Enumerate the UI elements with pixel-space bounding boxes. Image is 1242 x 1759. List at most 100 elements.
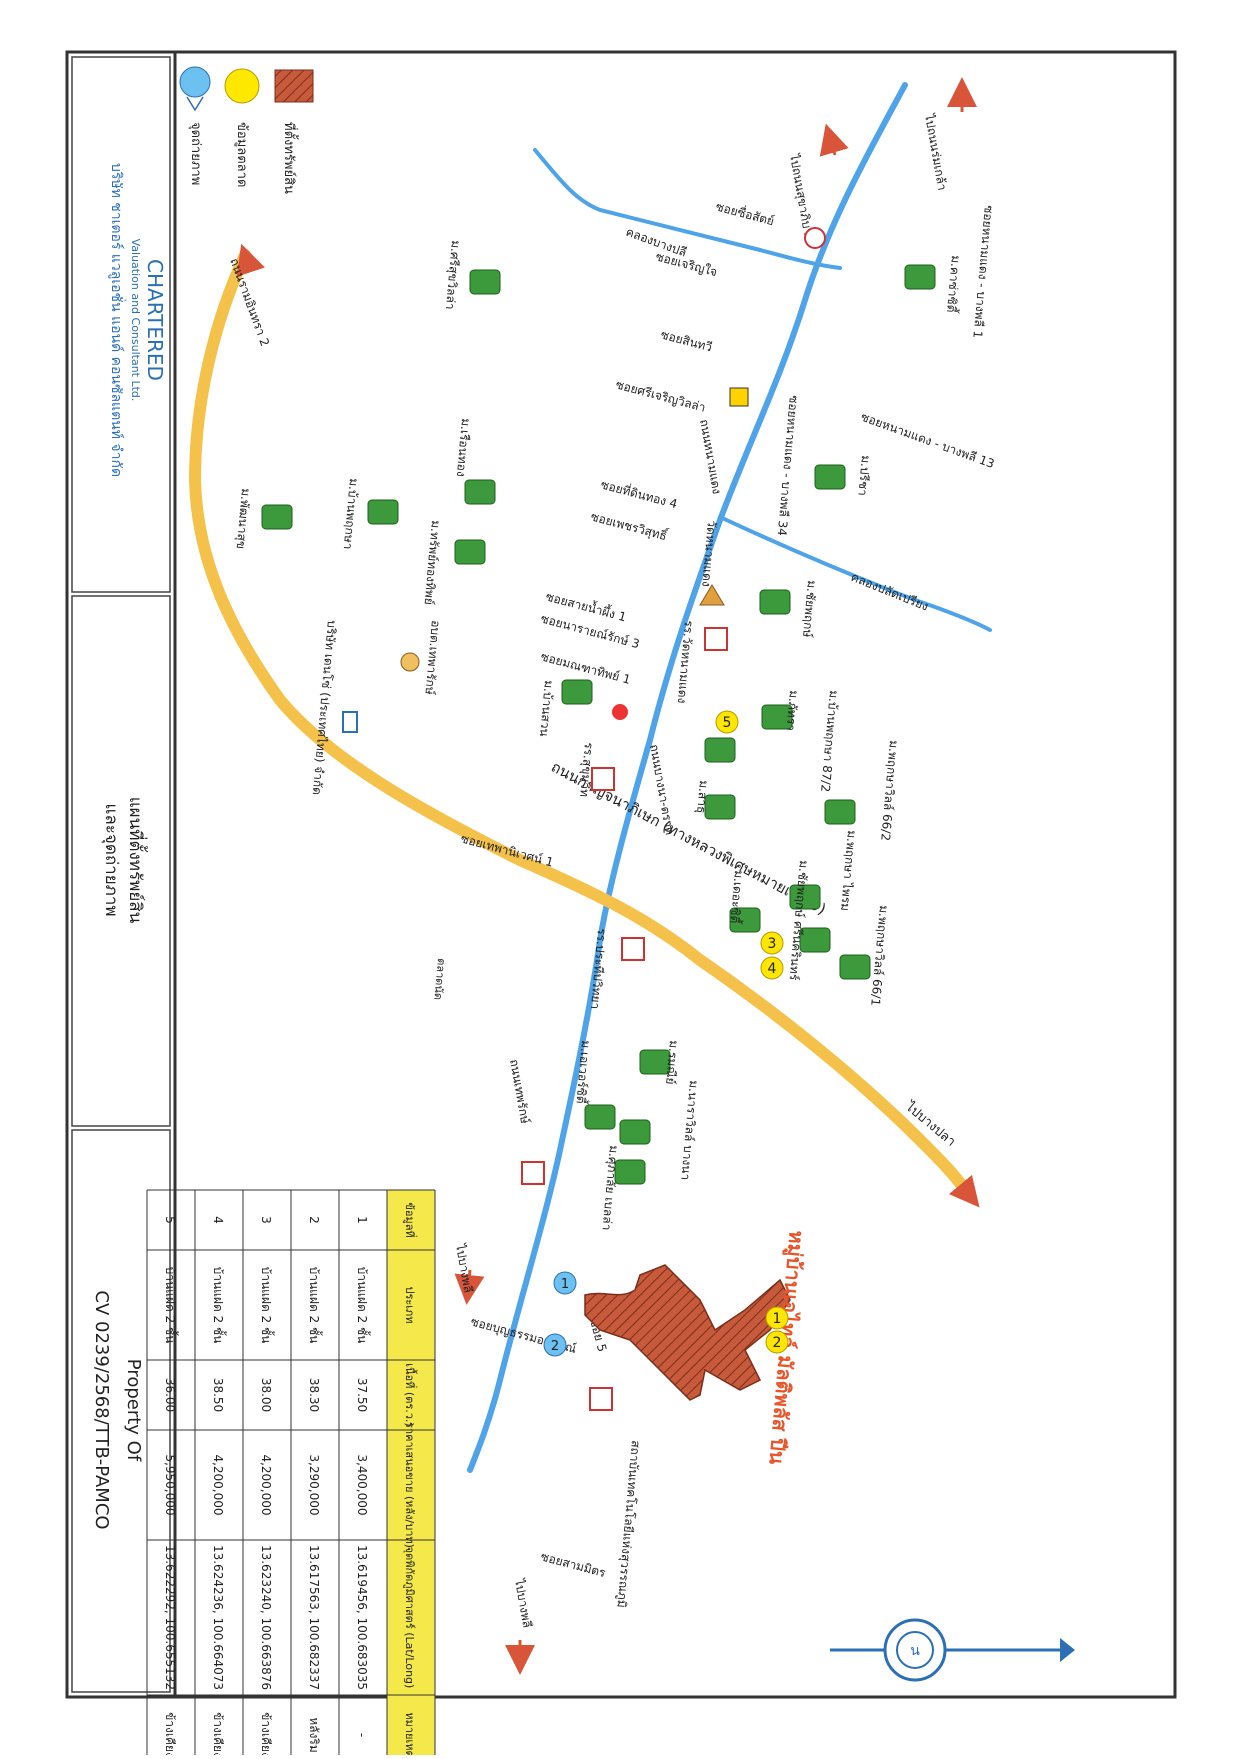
label-school-phrayasuren: รร.สุขุมวิท — [576, 742, 596, 798]
table-cell: 13.622292, 100.655132 — [163, 1545, 177, 1690]
table-header-cell: จุดพิกัดภูมิศาสตร์ (Lat/Long) — [403, 1547, 416, 1689]
canal-bang-pli — [533, 148, 842, 270]
label-village: ม.ชัยพฤกษ์ — [800, 580, 819, 639]
table-cell: 36.00 — [163, 1378, 177, 1412]
label-village: ม.ศรีสุขวิลล่า — [442, 240, 463, 311]
table-cell: 4 — [211, 1216, 225, 1224]
label-village: ม.พฤกษา ไพรม — [838, 830, 859, 912]
label-village: ม.รมณีย์ — [663, 1040, 681, 1085]
village-icon — [839, 954, 871, 980]
label-village: ม.ภัทรา — [783, 690, 800, 732]
table-cell: 3,400,000 — [355, 1454, 369, 1515]
label-soi-thidin-4: ซอยที่ดินทอง 4 — [599, 475, 679, 511]
village-icon — [789, 884, 821, 910]
office-icon — [400, 652, 420, 672]
canal-pak-prian — [718, 515, 992, 632]
village-icon — [704, 737, 736, 763]
label-school-nam-daeng: รร.วัดหนามแดง — [675, 620, 696, 704]
label-village: ม.ปรีชา — [855, 455, 872, 497]
svg-text:3: 3 — [768, 936, 777, 952]
village-icon — [454, 539, 486, 565]
table-cell: 3 — [259, 1216, 273, 1224]
map-title: แผนที่ตั้งทรัพย์สิน — [125, 797, 148, 924]
village-icon — [759, 589, 791, 615]
label-village: ม.บ้านพฤกษา 87/2 — [818, 690, 841, 793]
village-icon — [704, 794, 736, 820]
title-box-job — [71, 1129, 171, 1693]
village-icons — [261, 264, 936, 1185]
table-cell: 13.623240, 100.663876 — [259, 1545, 273, 1690]
label-soi-sam-mit: ซอยสามมิตร — [539, 1549, 607, 1580]
label-village: ม.สาธุ — [693, 780, 711, 814]
company-logo-sub: Valuation and Consultant Ltd. — [129, 239, 142, 402]
job-code: CV 0239/2568/TTB-PAMCO — [91, 1290, 112, 1529]
table-cell: บ้านแฝด 2 ชั้น — [163, 1267, 179, 1344]
label-village: ม.บ้านสวน — [537, 680, 556, 738]
table-cell: ข้างเคียง — [163, 1712, 177, 1755]
village-icon — [799, 927, 831, 953]
map-subtitle: และจุดถ่ายภาพ — [101, 803, 121, 916]
table-cell: ข้างเคียง — [259, 1712, 273, 1755]
table-header-bg — [387, 1190, 435, 1759]
table-cell: บ้านแฝด 2 ชั้น — [259, 1267, 275, 1344]
label-village: ม.พฤกษาวิลล์ 66/1 — [868, 905, 891, 1007]
legend-label-market: ข้อมูลตลาด — [234, 122, 249, 187]
store-icon — [729, 387, 749, 407]
table-cell: 5,950,000 — [163, 1454, 177, 1515]
label-village: ม.คาซ่าซิตี้ — [944, 255, 965, 315]
company-logo-text: CHARTERED — [143, 259, 167, 381]
legend-label-photo: จุดถ่ายภาพ — [188, 122, 203, 185]
label-village: ม.พฤกษาวิลล์ 66/2 — [878, 740, 901, 842]
svg-text:2: 2 — [773, 1335, 782, 1351]
label-obt: อบต.เทพารักษ์ — [422, 620, 442, 696]
property-of: Property Of — [123, 1359, 144, 1462]
table-cell: 13.617563, 100.682337 — [307, 1545, 321, 1690]
village-icon — [729, 907, 761, 933]
school-icon — [621, 937, 645, 961]
label-village: ม.เดอะซิตี้ — [727, 870, 748, 926]
label-road-thepharak: ถนนเทพรักษ์ — [507, 1058, 532, 1125]
label-soi-sri-charoen: ซอยศรีเจริญวิลล่า — [614, 377, 707, 414]
table-cell: หลังริม — [307, 1717, 321, 1752]
village-icon — [619, 1119, 651, 1145]
label-school-pradit: รร.ประทีปวิทยา — [588, 928, 609, 1010]
factory-icon — [342, 711, 358, 733]
label-soi-sinsap: ซอยสินทวี — [659, 327, 713, 354]
table-cell: 2 — [307, 1216, 321, 1224]
village-icon — [614, 1159, 646, 1185]
village-icon — [761, 704, 793, 730]
svg-text:1: 1 — [561, 1277, 569, 1292]
svg-text:1: 1 — [773, 1311, 782, 1327]
table-cell: - — [355, 1733, 369, 1737]
label-temple-nam-daeng: วัดหนามแดง — [699, 520, 719, 588]
outer-frame — [65, 50, 1177, 1699]
village-icon — [469, 269, 501, 295]
market-point-5: 5 — [715, 710, 739, 734]
river-main — [467, 82, 908, 1473]
svg-text:4: 4 — [768, 961, 777, 977]
village-icon — [261, 504, 293, 530]
table-cell: บ้านแฝด 2 ชั้น — [355, 1267, 371, 1344]
label-to-bang-phli-2: ไปบางพลี — [512, 1577, 534, 1629]
table-cell: บ้านแฝด 2 ชั้น — [307, 1267, 323, 1344]
market-point-1: 1 — [765, 1306, 789, 1330]
village-icon — [561, 679, 593, 705]
svg-text:2: 2 — [551, 1339, 559, 1354]
legend-label-property: ที่ตั้งทรัพย์สิน — [281, 122, 299, 194]
village-icon — [584, 1104, 616, 1130]
school-icon — [704, 627, 728, 651]
school-icon — [521, 1161, 545, 1185]
table-cell: 13.619456, 100.683035 — [355, 1545, 369, 1690]
svg-text:5: 5 — [723, 715, 732, 731]
table-cell: 5 — [163, 1216, 177, 1224]
title-box-map — [71, 595, 171, 1127]
table-cell: 38.30 — [307, 1378, 321, 1412]
legend: ที่ตั้งทรัพย์สิน ข้อมูลตลาด จุดถ่ายภาพ — [179, 66, 314, 194]
table-cell: 4,200,000 — [259, 1454, 273, 1515]
label-to-bang-phli: ไปบางพลี — [453, 1242, 475, 1294]
company-name: บริษัท ชาเตอร์ แวลูเอชั่น แอนด์ คอนซัลแต… — [108, 163, 126, 477]
label-village: ม.นาราวิลล์ บางนา — [678, 1080, 701, 1181]
label-soi-nam-daeng-34: ซอยหนามแดง - บางพลี 34 — [775, 395, 801, 537]
